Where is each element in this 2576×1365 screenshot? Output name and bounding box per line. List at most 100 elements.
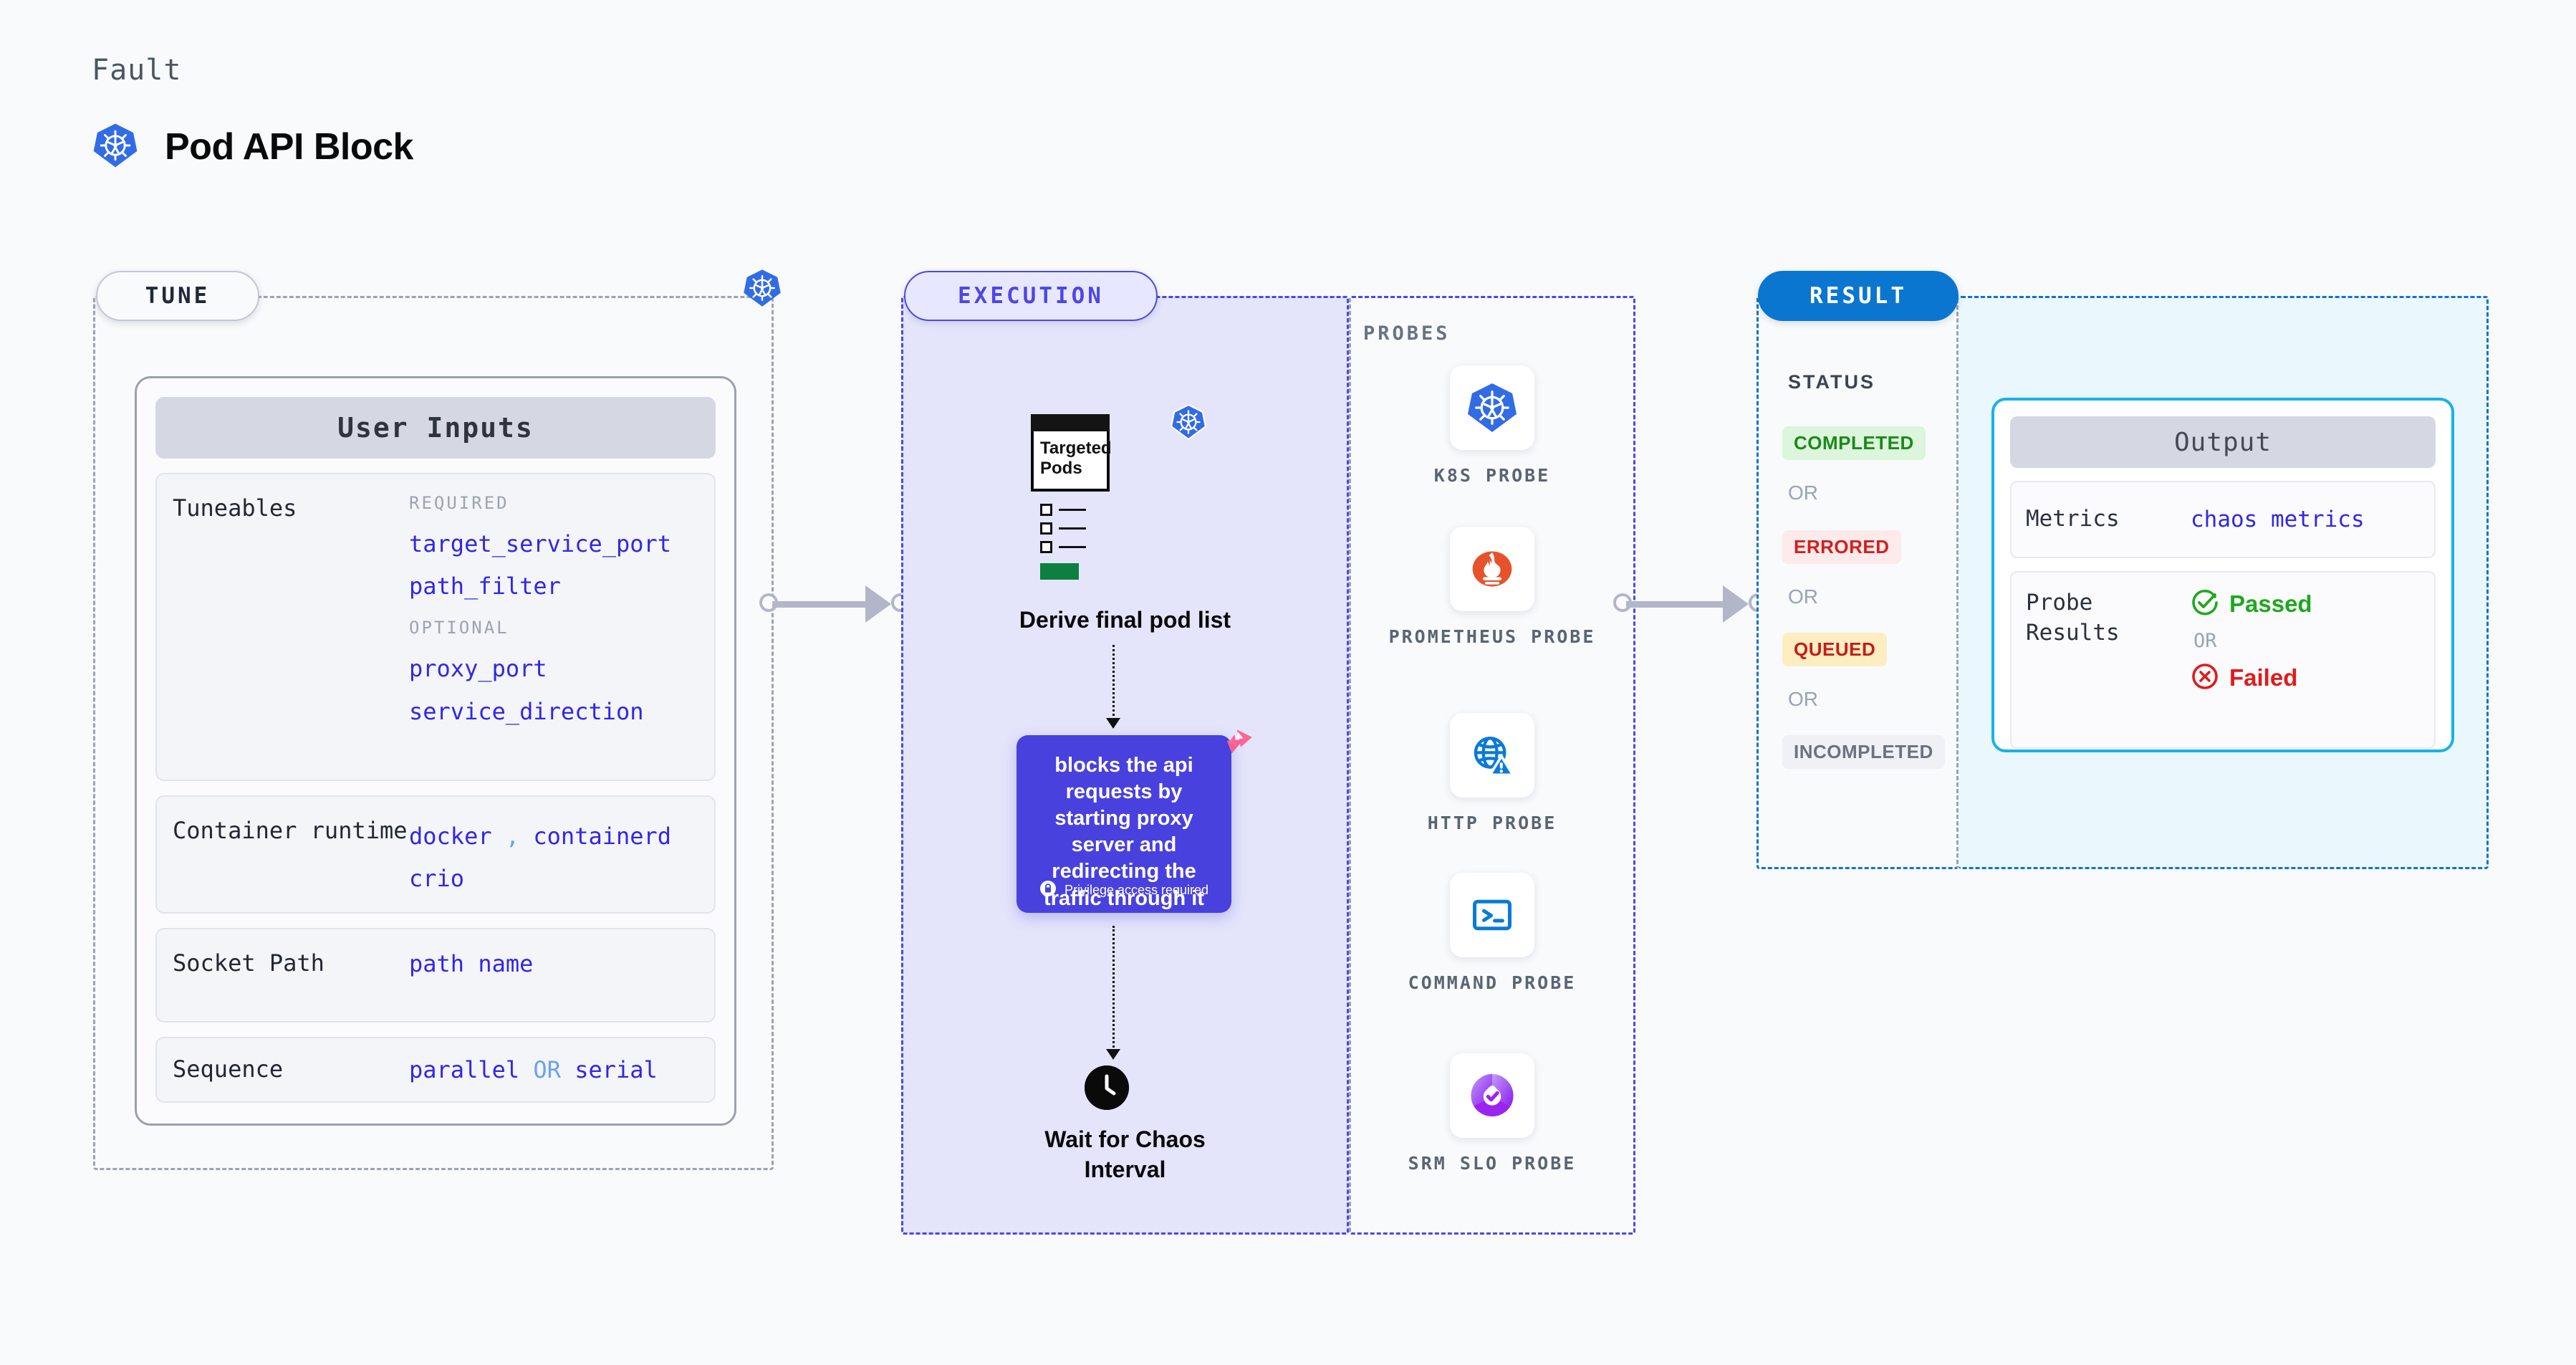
flow-arrow-1 — [1106, 718, 1120, 729]
privilege-badge: Privilege access required — [1017, 880, 1231, 900]
container-runtime-label: Container runtime — [173, 817, 408, 844]
arrow-right-icon — [865, 585, 891, 623]
probe-srm-slo[interactable]: SRM SLO PROBE — [1349, 1053, 1635, 1177]
connector-start-dot — [1613, 593, 1632, 612]
privilege-text: Privilege access required — [1064, 882, 1209, 897]
tuneable-target-service-port[interactable]: target_service_port — [409, 530, 672, 557]
lock-icon — [1039, 880, 1057, 900]
status-badge-completed: COMPLETED — [1782, 426, 1926, 460]
output-card: Output Metrics chaos metrics Probe Resul… — [1991, 398, 2454, 752]
tuneables-label: Tuneables — [173, 494, 297, 522]
container-runtime-values: docker , containerd crio — [409, 815, 698, 894]
check-circle-icon — [2191, 588, 2219, 620]
sequence-parallel[interactable]: parallel — [409, 1056, 520, 1083]
runtime-crio[interactable]: crio — [409, 865, 465, 893]
status-or-1: OR — [1788, 482, 1818, 504]
page-eyebrow: Fault — [92, 54, 182, 87]
progress-bar — [1040, 563, 1079, 580]
probe-label: PROMETHEUS PROBE — [1388, 626, 1596, 647]
probe-result-passed: Passed — [2191, 588, 2420, 620]
flow-arrow-2 — [1106, 1049, 1120, 1060]
checkbox-icon — [1040, 522, 1052, 535]
page-title: Pod API Block — [165, 126, 413, 168]
status-badge-queued: QUEUED — [1782, 633, 1888, 666]
tune-section — [93, 296, 774, 1170]
litmus-chaos-icon — [1216, 726, 1256, 769]
probe-prometheus[interactable]: PROMETHEUS PROBE — [1349, 527, 1635, 650]
flow-line-1 — [1112, 645, 1115, 720]
kubernetes-icon — [1170, 403, 1207, 444]
prometheus-icon — [1450, 527, 1534, 611]
metrics-row: Metrics chaos metrics — [2010, 481, 2436, 558]
kubernetes-icon — [742, 268, 782, 311]
kubernetes-icon — [1450, 365, 1534, 450]
result-section — [1756, 296, 1959, 869]
metrics-label: Metrics — [2026, 506, 2120, 532]
status-or-2: OR — [1788, 585, 1818, 608]
socket-path-label: Socket Path — [173, 949, 325, 977]
probe-k8s[interactable]: K8S PROBE — [1349, 365, 1635, 489]
probe-label: K8S PROBE — [1433, 465, 1551, 486]
socket-path-row: Socket Path path name — [155, 928, 716, 1022]
derive-pod-list-caption: Derive final pod list — [1019, 607, 1231, 633]
runtime-docker[interactable]: docker — [409, 823, 492, 850]
probes-title: PROBES — [1363, 322, 1451, 345]
result-tag[interactable]: RESULT — [1758, 271, 1959, 321]
tuneables-row: Tuneables REQUIRED target_service_port p… — [155, 473, 716, 781]
status-badge-incompleted: INCOMPLETED — [1782, 735, 1945, 769]
probe-label: SRM SLO PROBE — [1408, 1153, 1577, 1174]
probe-command[interactable]: COMMAND PROBE — [1349, 873, 1635, 996]
tuneable-path-filter[interactable]: path_filter — [409, 573, 561, 600]
connector-line — [772, 601, 873, 608]
tune-tag[interactable]: TUNE — [96, 271, 259, 321]
status-title: STATUS — [1788, 371, 1875, 393]
runtime-line-1: docker , containerd — [409, 815, 698, 858]
probe-results-or: OR — [2193, 630, 2217, 652]
probe-results-label-text: Probe Results — [2026, 590, 2120, 646]
tuneables-values: REQUIRED target_service_port path_filter… — [409, 493, 698, 761]
probe-results-row: Probe Results Passed OR — [2010, 571, 2436, 749]
execution-tag[interactable]: EXECUTION — [904, 271, 1158, 321]
runtime-containerd[interactable]: containerd — [533, 823, 672, 850]
wait-caption-line2: Interval — [1084, 1156, 1166, 1182]
list-item — [1040, 504, 1086, 516]
probe-result-failed: Failed — [2191, 662, 2420, 694]
sequence-serial[interactable]: serial — [575, 1056, 658, 1083]
passed-label: Passed — [2229, 590, 2312, 617]
sequence-values: parallel OR serial — [409, 1058, 698, 1081]
targeted-pods-list — [1040, 504, 1086, 560]
user-inputs-card: User Inputs Tuneables REQUIRED target_se… — [135, 376, 736, 1126]
checkbox-icon — [1040, 504, 1052, 516]
failed-label: Failed — [2229, 664, 2298, 691]
connector-line — [1626, 601, 1730, 608]
line-icon — [1059, 527, 1086, 530]
line-icon — [1059, 509, 1086, 511]
metrics-values: chaos metrics — [2191, 507, 2420, 532]
x-circle-icon — [2191, 662, 2219, 694]
user-inputs-title: User Inputs — [155, 397, 716, 459]
connector-execution-to-result — [1613, 585, 1767, 623]
globe-warning-icon — [1450, 713, 1534, 798]
probe-http[interactable]: HTTP PROBE — [1349, 713, 1635, 836]
tuneable-proxy-port[interactable]: proxy_port — [409, 655, 547, 683]
socket-path-value[interactable]: path name — [409, 950, 534, 977]
runtime-separator: , — [505, 823, 520, 850]
list-item — [1040, 522, 1086, 535]
targeted-pods-title-line1: Targeted — [1040, 439, 1112, 458]
container-runtime-row: Container runtime docker , containerd cr… — [155, 795, 716, 914]
optional-kicker: OPTIONAL — [409, 618, 509, 638]
wait-caption-line1: Wait for Chaos — [1044, 1126, 1206, 1152]
targeted-pods-title: Targeted Pods — [1040, 439, 1112, 478]
tuneable-service-direction[interactable]: service_direction — [409, 697, 644, 725]
page-header: Pod API Block — [92, 122, 413, 172]
action-card: blocks the api requests by starting prox… — [1017, 735, 1231, 913]
targeted-pods-title-line2: Pods — [1040, 458, 1082, 478]
probe-label: COMMAND PROBE — [1408, 972, 1577, 993]
socket-path-values: path name — [409, 948, 698, 980]
metrics-value[interactable]: chaos metrics — [2191, 507, 2365, 532]
arrow-right-icon — [1723, 585, 1749, 623]
kubernetes-icon — [92, 122, 139, 172]
list-item — [1040, 541, 1086, 553]
targeted-pods-titlebar — [1031, 414, 1110, 431]
